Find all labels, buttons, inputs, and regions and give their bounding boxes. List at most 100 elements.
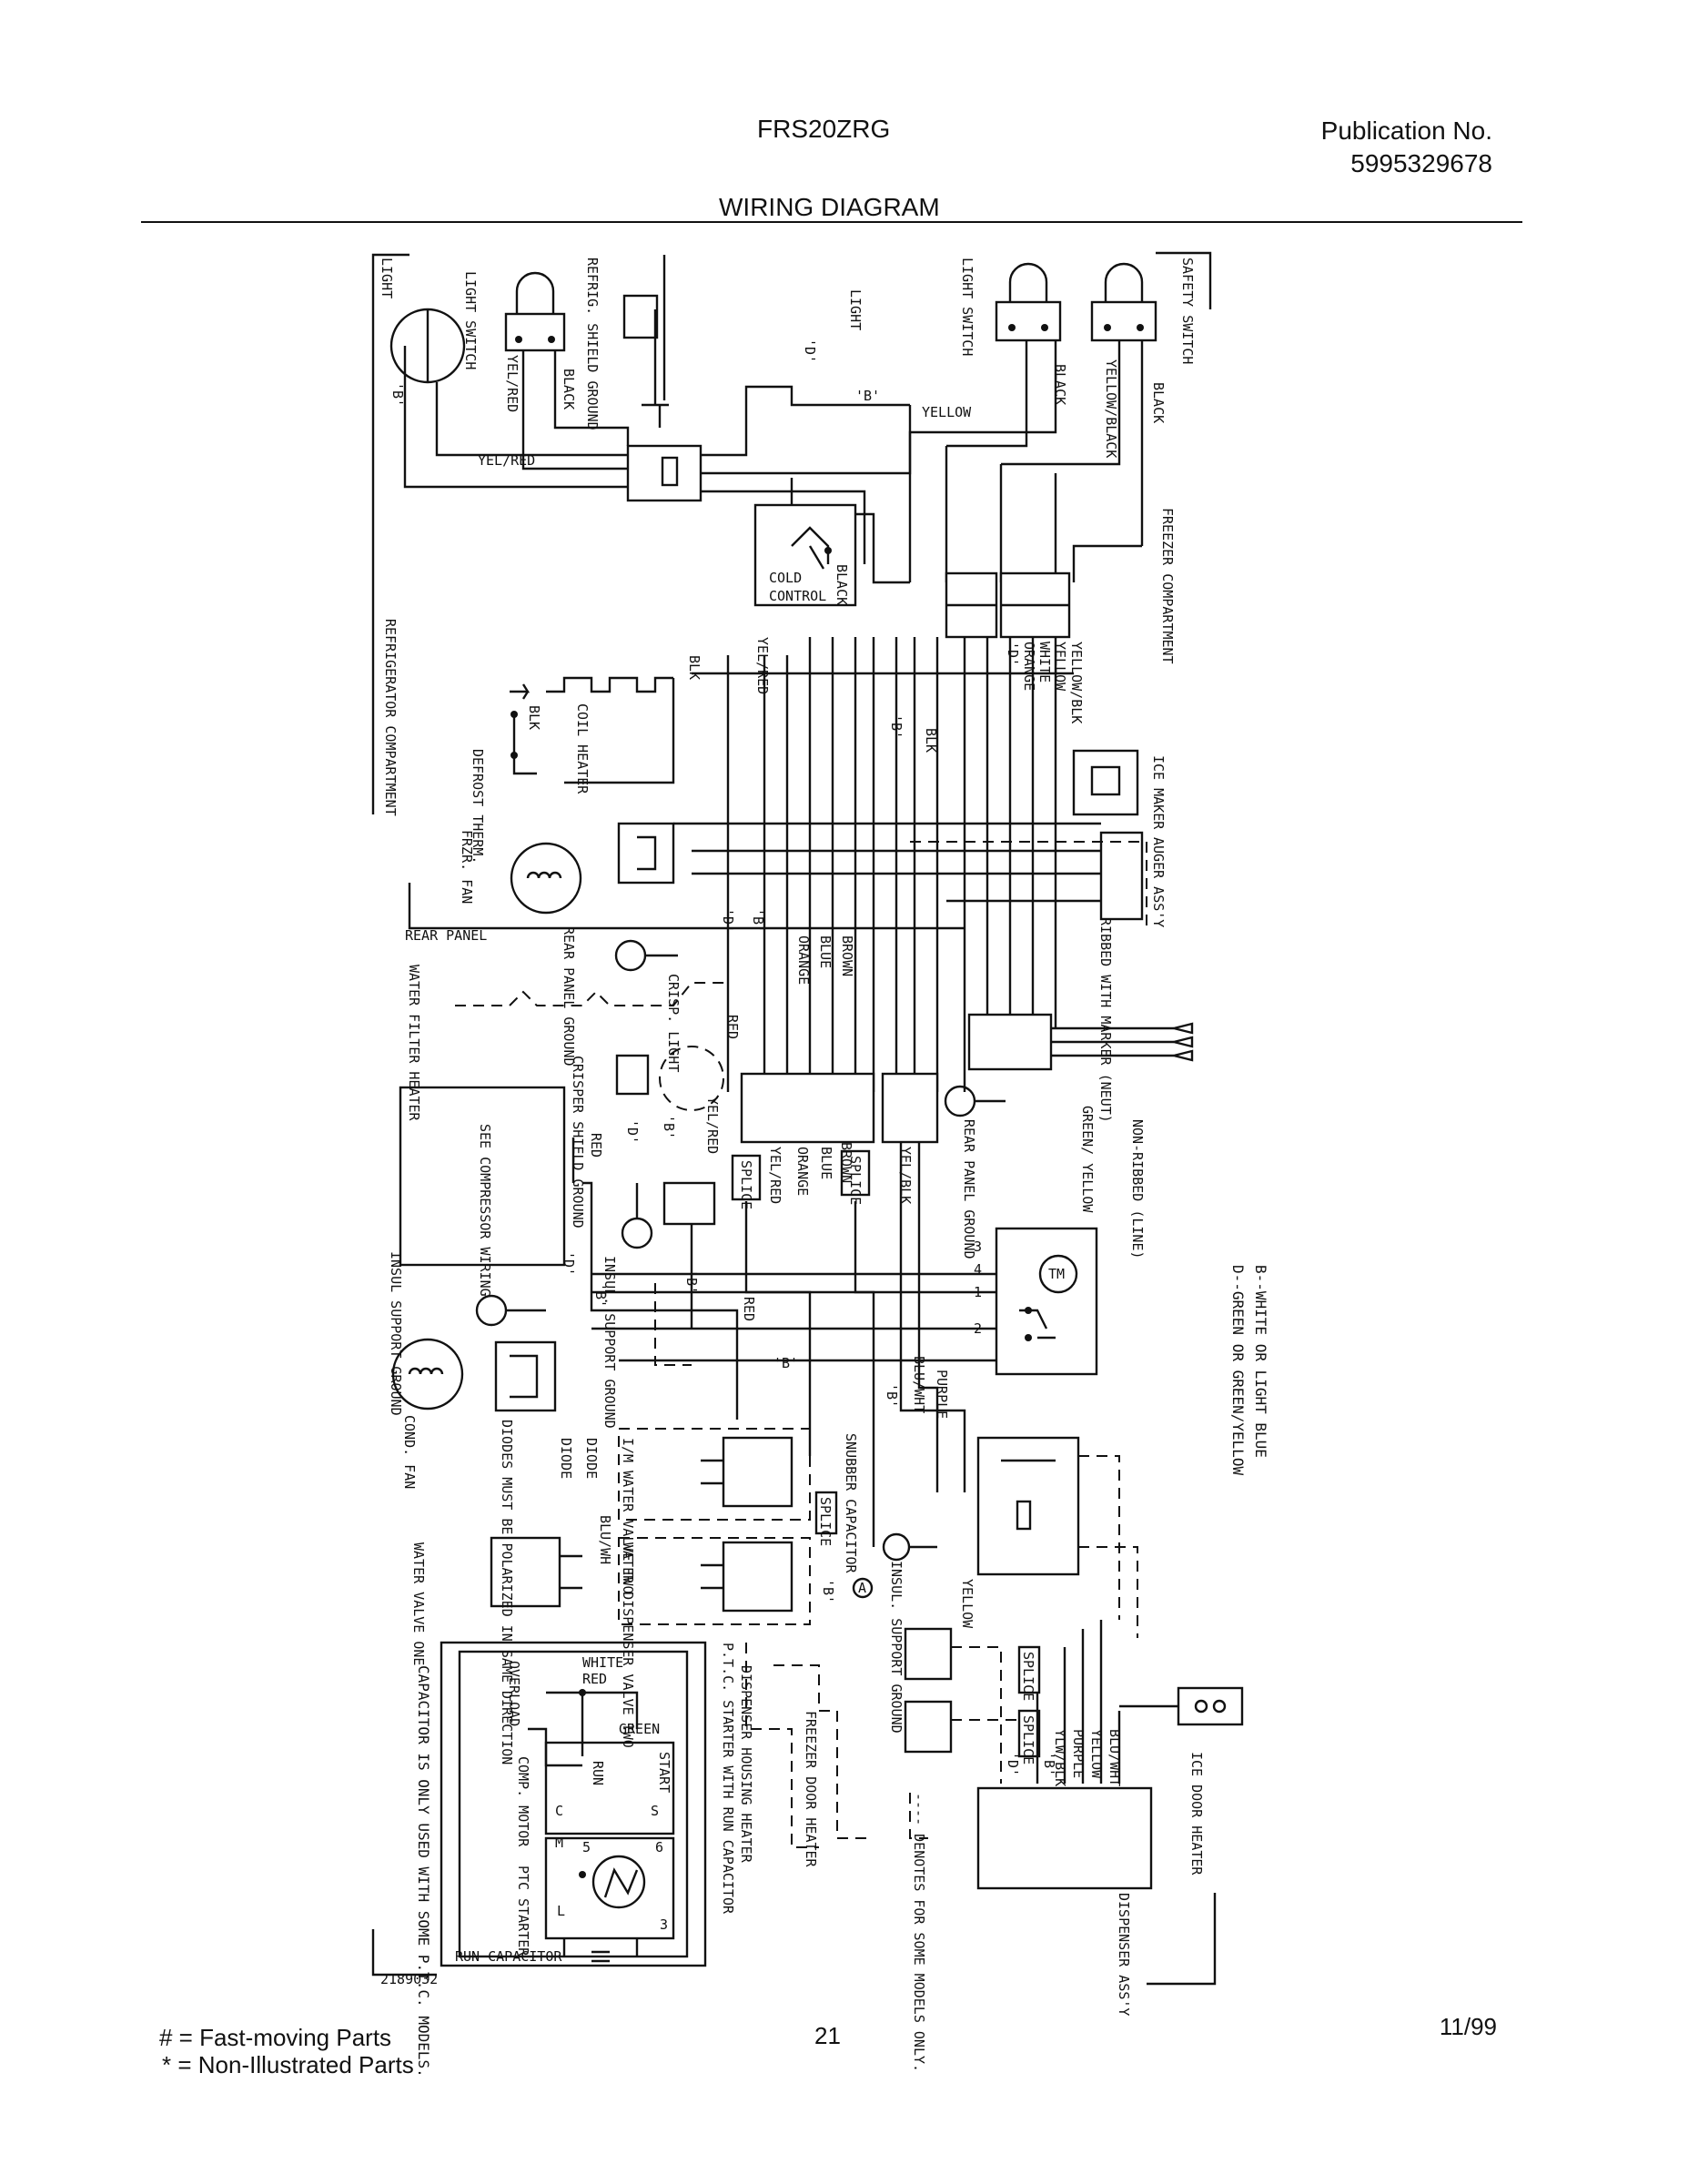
condenser-fan — [391, 1338, 557, 1412]
connector-crisper — [662, 1181, 716, 1226]
label-green-yellow: GREEN/ YELLOW — [1079, 1106, 1096, 1213]
model-number: FRS20ZRG — [757, 115, 891, 143]
label-crisp-light: CRISP. LIGHT — [665, 974, 682, 1072]
insul-support-ground-valve — [882, 1532, 937, 1562]
label-rear-panel-ground-2: REAR PANEL GROUND — [961, 1119, 977, 1259]
label-ice-door-heater: ICE DOOR HEATER — [1188, 1752, 1205, 1876]
label-a-mark: A — [858, 1580, 866, 1596]
publication-block: Publication No. 5995329678 — [1321, 115, 1492, 180]
disp-wires — [1036, 1620, 1121, 1784]
label-d-comp: 'D' — [561, 1251, 577, 1276]
label-crisper-shield-ground: CRISPER SHIELD GROUND — [570, 1056, 586, 1228]
wire-bundle-middle — [673, 637, 1101, 1092]
label-white-comp: WHITE — [582, 1654, 623, 1671]
label-freezer-door-heater: FREEZER DOOR HEATER — [803, 1711, 819, 1868]
label-d-disp: 'D' — [1005, 1752, 1021, 1776]
water-valve-one — [490, 1536, 582, 1608]
label-splice-3: SPLICE — [817, 1497, 834, 1546]
label-brown-2: BROWN — [838, 1142, 854, 1183]
compressor-wiring-box — [399, 1086, 566, 1267]
defrost-timer — [995, 1227, 1098, 1376]
label-b-rp: 'B' — [750, 908, 766, 933]
publication-number: 5995329678 — [1350, 149, 1492, 177]
label-yellow-3: YELLOW — [959, 1579, 975, 1629]
wires-lower — [571, 1138, 1019, 1547]
label-diode-2: DIODE — [583, 1438, 600, 1479]
ptc-starter-box — [440, 1641, 707, 1967]
label-brown: BROWN — [839, 935, 855, 976]
page-number: 21 — [814, 2022, 841, 2049]
ice-maker — [1072, 749, 1139, 816]
label-green-comp: GREEN — [619, 1721, 660, 1737]
label-orange-3: ORANGE — [794, 1147, 811, 1196]
label-run-capacitor: RUN CAPACITOR — [455, 1948, 562, 1965]
label-yel-red-2: YEL/RED — [478, 452, 535, 469]
water-filter-heater — [455, 982, 728, 1006]
label-water-dispenser-valve-two: WATER DISPENSER VALVE TWO — [620, 1542, 636, 1748]
label-refrig-shield-ground: REFRIG. SHIELD GROUND — [584, 258, 601, 430]
label-n5: 5 — [582, 1839, 591, 1855]
label-white: WHITE — [1036, 642, 1053, 682]
label-cold: COLD — [769, 570, 802, 586]
power-cord-ends — [1173, 1022, 1194, 1062]
coil-heater — [510, 676, 675, 784]
freezer-fan — [510, 822, 675, 915]
connector-top-pin — [661, 456, 679, 487]
label-snubber-capacitor: SNUBBER CAPACITOR — [843, 1433, 859, 1573]
denotes-dash — [909, 1793, 928, 1839]
publication-label: Publication No. — [1320, 116, 1492, 145]
label-yellow-4: YELLOW — [1088, 1729, 1105, 1779]
dashed-valve-box-2 — [618, 1537, 811, 1625]
label-light-switch-right: LIGHT SWITCH — [959, 258, 975, 356]
ice-door-heater — [1119, 1686, 1244, 1726]
label-yel-red-3: YEL/RED — [754, 637, 771, 694]
safety-switch — [1090, 262, 1157, 342]
label-capacitor-note: CAPACITOR IS ONLY USED WITH SOME P.T.C. … — [415, 1665, 432, 2078]
label-red-2: RED — [588, 1133, 604, 1158]
label-color-key-d: D--GREEN OR GREEN/YELLOW — [1229, 1265, 1247, 1476]
label-t3: 3 — [974, 1239, 982, 1255]
crisper-shield-ground — [615, 1054, 650, 1096]
light-switch-left — [504, 271, 566, 352]
crisper-light — [659, 1046, 724, 1111]
label-b-disp: 'B' — [1041, 1752, 1057, 1776]
label-rear-panel-ground: REAR PANEL GROUND — [561, 926, 577, 1067]
label-splice-5: SPLICE — [1020, 1715, 1036, 1764]
label-ribbed: RIBBED WITH MARKER (NEUT) — [1097, 917, 1114, 1123]
label-run: RUN — [590, 1761, 606, 1785]
label-red-3: RED — [741, 1297, 757, 1321]
dispenser-assy — [976, 1786, 1153, 1890]
label-d-center: 'D' — [802, 339, 818, 363]
label-control: CONTROL — [769, 588, 826, 604]
label-b-center: 'B' — [855, 388, 880, 404]
connector-disp-2 — [904, 1700, 953, 1754]
light-switch-right — [995, 262, 1062, 342]
label-comp-motor: COMP. MOTOR — [515, 1756, 531, 1847]
label-overload: OVERLOAD — [506, 1661, 522, 1726]
labels: LIGHT 'B' LIGHT SWITCH YEL/RED BLACK REF… — [379, 258, 1269, 2078]
label-dispenser-housing-heater: DISPENSER HOUSING HEATER — [738, 1665, 754, 1864]
label-red-1: RED — [724, 1015, 741, 1039]
label-denotes-note: ---- DENOTES FOR SOME MODELS ONLY. — [911, 1793, 927, 2072]
diagram-title: WIRING DIAGRAM — [719, 193, 940, 221]
label-blk-3: BLK — [923, 728, 939, 753]
dispenser-housing-heater — [745, 1643, 819, 1848]
label-splice-4: SPLICE — [1020, 1652, 1036, 1701]
defrost-therm — [510, 711, 537, 775]
label-t1: 1 — [974, 1284, 982, 1300]
label-light-left: LIGHT — [379, 258, 395, 298]
label-black-4: BLACK — [834, 564, 850, 605]
label-im-water-valve-two: I/M WATER VALVE TWO — [620, 1438, 636, 1594]
label-insul-support-ground-2: INSUL. SUPPORT GROUND — [601, 1256, 618, 1429]
label-d-rp: 'D' — [720, 908, 736, 933]
label-n6: 6 — [655, 1839, 663, 1855]
label-coil-heater: COIL HEATER — [574, 703, 591, 794]
label-b-left: 'B' — [389, 382, 406, 407]
label-insul-support-ground-1: INSUL SUPPORT GROUND — [388, 1251, 404, 1416]
label-b-mid2: 'B' — [773, 1355, 798, 1371]
splice-5 — [1017, 1709, 1041, 1758]
label-b-lower: 'B' — [661, 1115, 677, 1139]
label-m: M — [555, 1835, 563, 1851]
dashed-auger-lead — [910, 841, 1147, 928]
label-rear-panel: REAR PANEL — [405, 927, 487, 944]
